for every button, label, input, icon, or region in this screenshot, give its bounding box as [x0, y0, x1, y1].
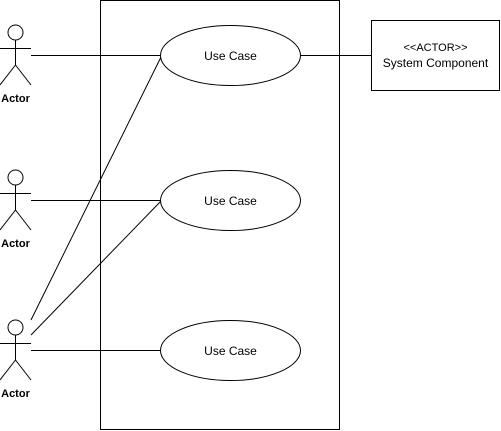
associations	[30, 54, 371, 351]
actor-3-figure[interactable]	[0, 319, 32, 381]
actor-2-label: Actor	[1, 238, 30, 250]
system-component[interactable]: <<ACTOR>> System Component	[371, 20, 500, 91]
system-component-name: System Component	[383, 56, 489, 70]
actor-2-figure[interactable]	[0, 169, 32, 231]
actor-3-label: Actor	[1, 388, 30, 400]
use-case-1-shape[interactable]	[160, 25, 301, 86]
system-component-stereotype: <<ACTOR>>	[404, 42, 468, 54]
actor-2[interactable]: Actor	[0, 169, 32, 250]
use-case-1-label: Use Case	[204, 49, 257, 63]
use-case-2-label: Use Case	[204, 194, 257, 208]
use-case-2-shape[interactable]	[160, 170, 301, 231]
use-case-2[interactable]: Use Case	[160, 170, 301, 231]
use-case-3[interactable]: Use Case	[160, 320, 301, 381]
association-actor3-usecase2	[30, 199, 163, 336]
actor-1-figure[interactable]	[0, 24, 32, 86]
use-case-3-label: Use Case	[204, 344, 257, 358]
actor-3[interactable]: Actor	[0, 319, 32, 400]
use-case-3-shape[interactable]	[160, 320, 301, 381]
system-component-box[interactable]	[371, 20, 500, 91]
actor-1-label: Actor	[1, 93, 30, 105]
actor-1[interactable]: Actor	[0, 24, 32, 105]
association-actor3-usecase1	[30, 54, 163, 321]
use-case-1[interactable]: Use Case	[160, 25, 301, 86]
